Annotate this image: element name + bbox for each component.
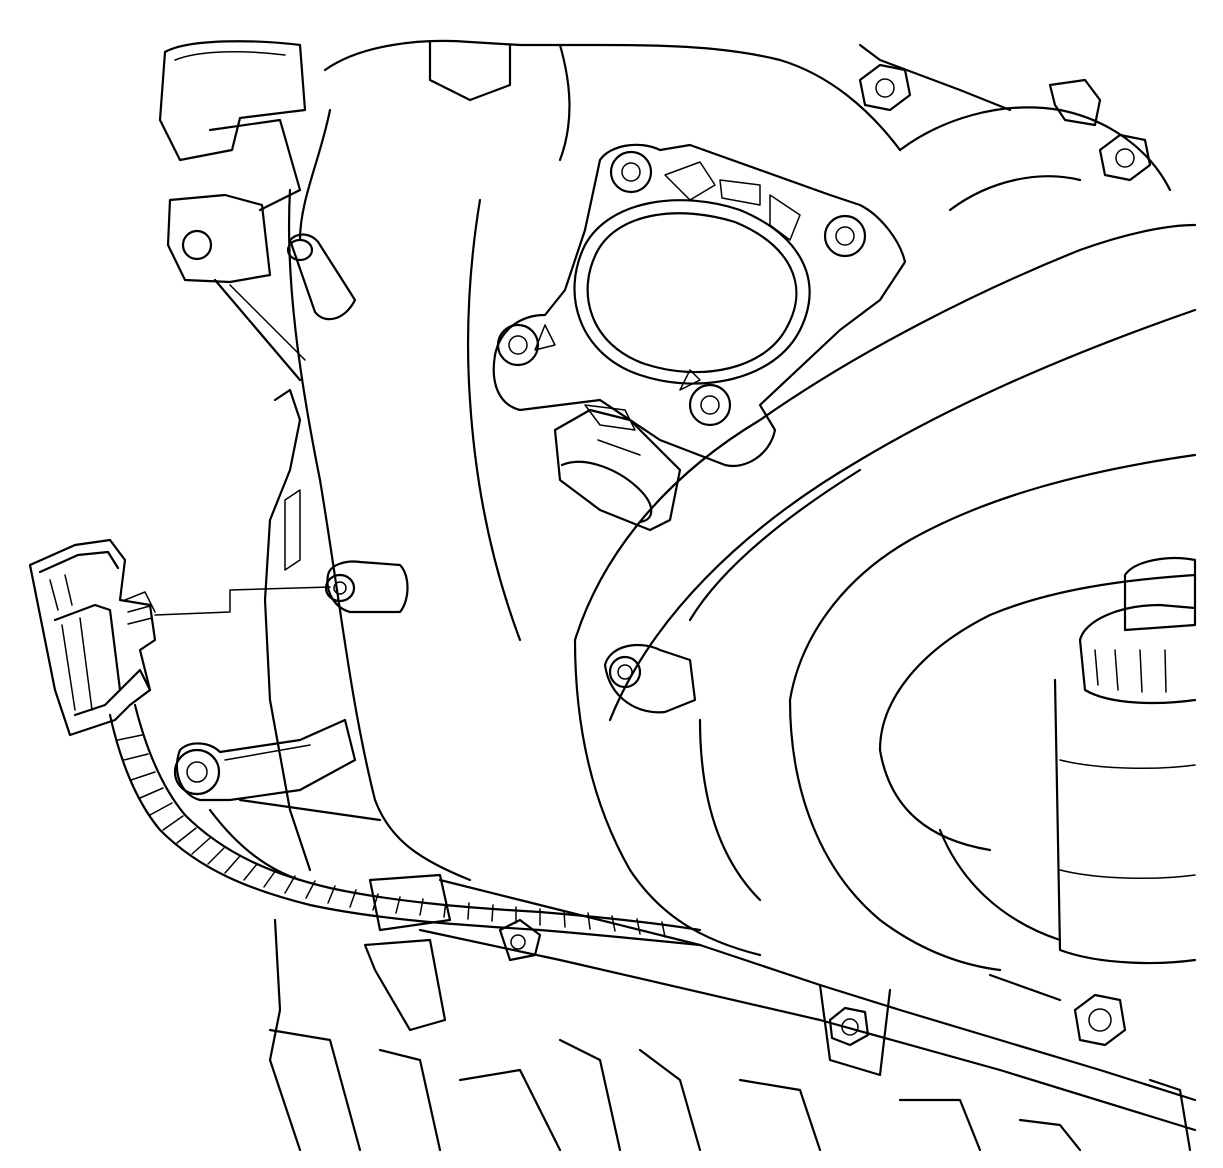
oil-filler-cap <box>1053 557 1197 965</box>
top-bolts <box>858 63 1152 182</box>
boss-runner <box>603 643 697 714</box>
callout-leader <box>154 586 331 616</box>
engine-block-bottom <box>268 918 1192 1152</box>
throttle-body-flange <box>492 143 907 468</box>
intake-runners <box>573 43 1197 972</box>
engine-block-upper-left <box>158 40 357 382</box>
sensor-connector <box>28 538 157 737</box>
boss-left-mid <box>324 560 409 614</box>
engine-block-left <box>173 388 382 882</box>
wiring-harness <box>108 703 702 947</box>
throttle-sensor <box>553 404 682 532</box>
lower-manifold <box>363 873 1197 1132</box>
intake-plenum <box>287 39 602 882</box>
